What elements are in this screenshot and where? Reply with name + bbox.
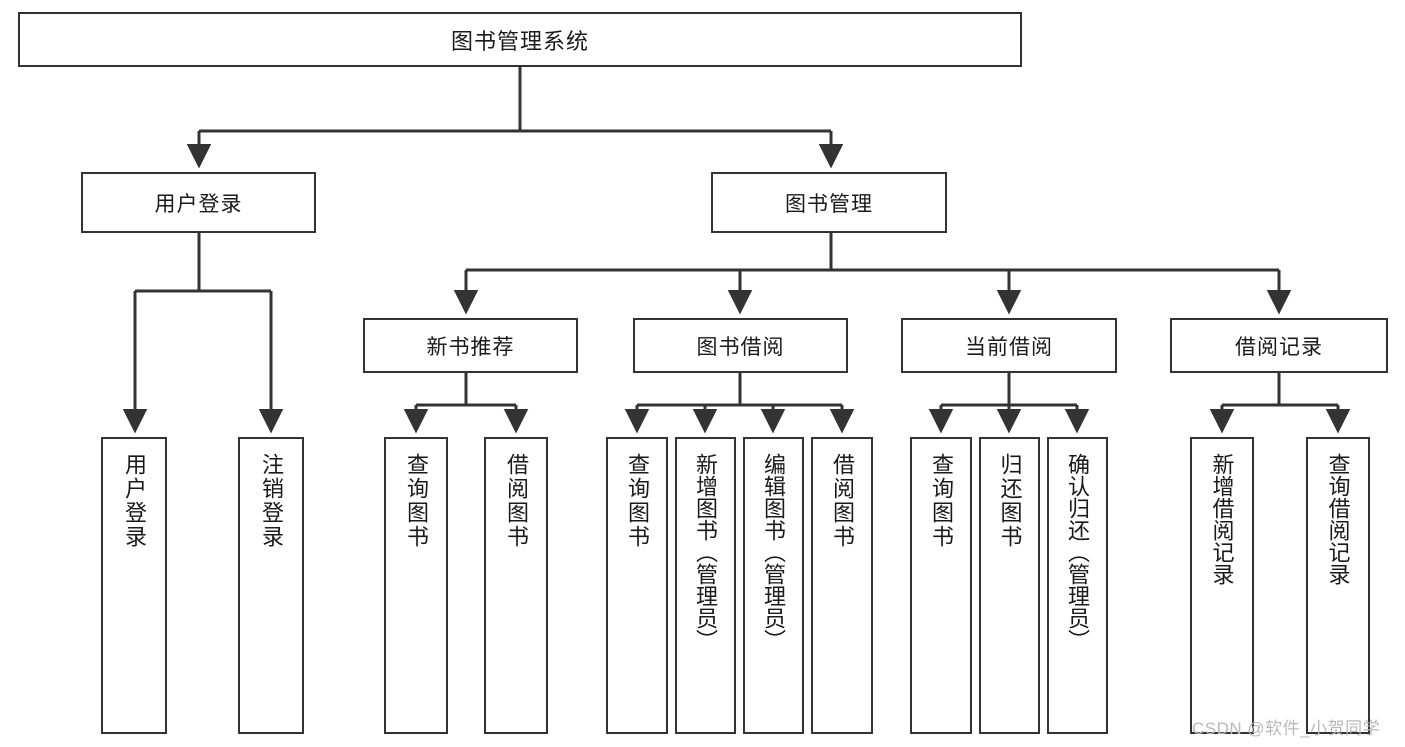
node-book-borrow[interactable]: 图书借阅 <box>633 318 848 373</box>
node-leaf-query-book-3-label: 查询图书 <box>928 453 954 549</box>
node-current-borrow-label: 当前借阅 <box>965 335 1053 359</box>
csdn-watermark: CSDN @软件_小贺同学 <box>1192 719 1381 738</box>
node-leaf-confirm-return[interactable]: 确认归还（管理员） <box>1047 437 1108 734</box>
node-leaf-borrow-book-1[interactable]: 借阅图书 <box>484 437 548 734</box>
node-leaf-add-record[interactable]: 新增借阅记录 <box>1190 437 1254 734</box>
node-user-login[interactable]: 用户登录 <box>81 172 316 233</box>
node-leaf-borrow-book-1-label: 借阅图书 <box>503 453 529 549</box>
node-borrow-record[interactable]: 借阅记录 <box>1170 318 1388 373</box>
node-book-manage-label: 图书管理 <box>785 192 873 216</box>
node-borrow-record-label: 借阅记录 <box>1235 335 1323 359</box>
node-book-borrow-label: 图书借阅 <box>696 335 785 359</box>
node-leaf-query-book-2-label: 查询图书 <box>624 453 650 549</box>
node-leaf-user-logout-label: 注销登录 <box>258 453 284 549</box>
node-leaf-add-record-label: 新增借阅记录 <box>1209 453 1235 585</box>
node-leaf-add-book[interactable]: 新增图书（管理员） <box>675 437 736 734</box>
node-leaf-borrow-book-2[interactable]: 借阅图书 <box>811 437 873 734</box>
node-leaf-borrow-book-2-label: 借阅图书 <box>829 453 855 549</box>
node-leaf-user-login-label: 用户登录 <box>121 453 147 549</box>
node-leaf-query-record[interactable]: 查询借阅记录 <box>1306 437 1370 734</box>
node-book-manage[interactable]: 图书管理 <box>711 172 947 233</box>
node-leaf-return-book-label: 归还图书 <box>997 453 1023 549</box>
node-leaf-user-logout[interactable]: 注销登录 <box>238 437 304 734</box>
node-root[interactable]: 图书管理系统 <box>18 12 1022 67</box>
node-root-label: 图书管理系统 <box>450 28 589 54</box>
node-leaf-edit-book-label: 编辑图书（管理员） <box>761 453 787 651</box>
node-new-book-recommend[interactable]: 新书推荐 <box>363 318 578 373</box>
node-leaf-query-book-1[interactable]: 查询图书 <box>384 437 448 734</box>
node-current-borrow[interactable]: 当前借阅 <box>901 318 1117 373</box>
node-leaf-query-book-2[interactable]: 查询图书 <box>606 437 668 734</box>
node-leaf-add-book-label: 新增图书（管理员） <box>693 453 719 651</box>
node-user-login-label: 用户登录 <box>154 192 243 216</box>
node-leaf-query-record-label: 查询借阅记录 <box>1325 453 1351 585</box>
node-leaf-query-book-1-label: 查询图书 <box>403 453 429 549</box>
node-leaf-user-login[interactable]: 用户登录 <box>101 437 167 734</box>
node-leaf-return-book[interactable]: 归还图书 <box>979 437 1040 734</box>
node-leaf-edit-book[interactable]: 编辑图书（管理员） <box>743 437 804 734</box>
node-new-book-recommend-label: 新书推荐 <box>426 335 515 359</box>
node-leaf-query-book-3[interactable]: 查询图书 <box>910 437 972 734</box>
node-leaf-confirm-return-label: 确认归还（管理员） <box>1065 453 1091 651</box>
